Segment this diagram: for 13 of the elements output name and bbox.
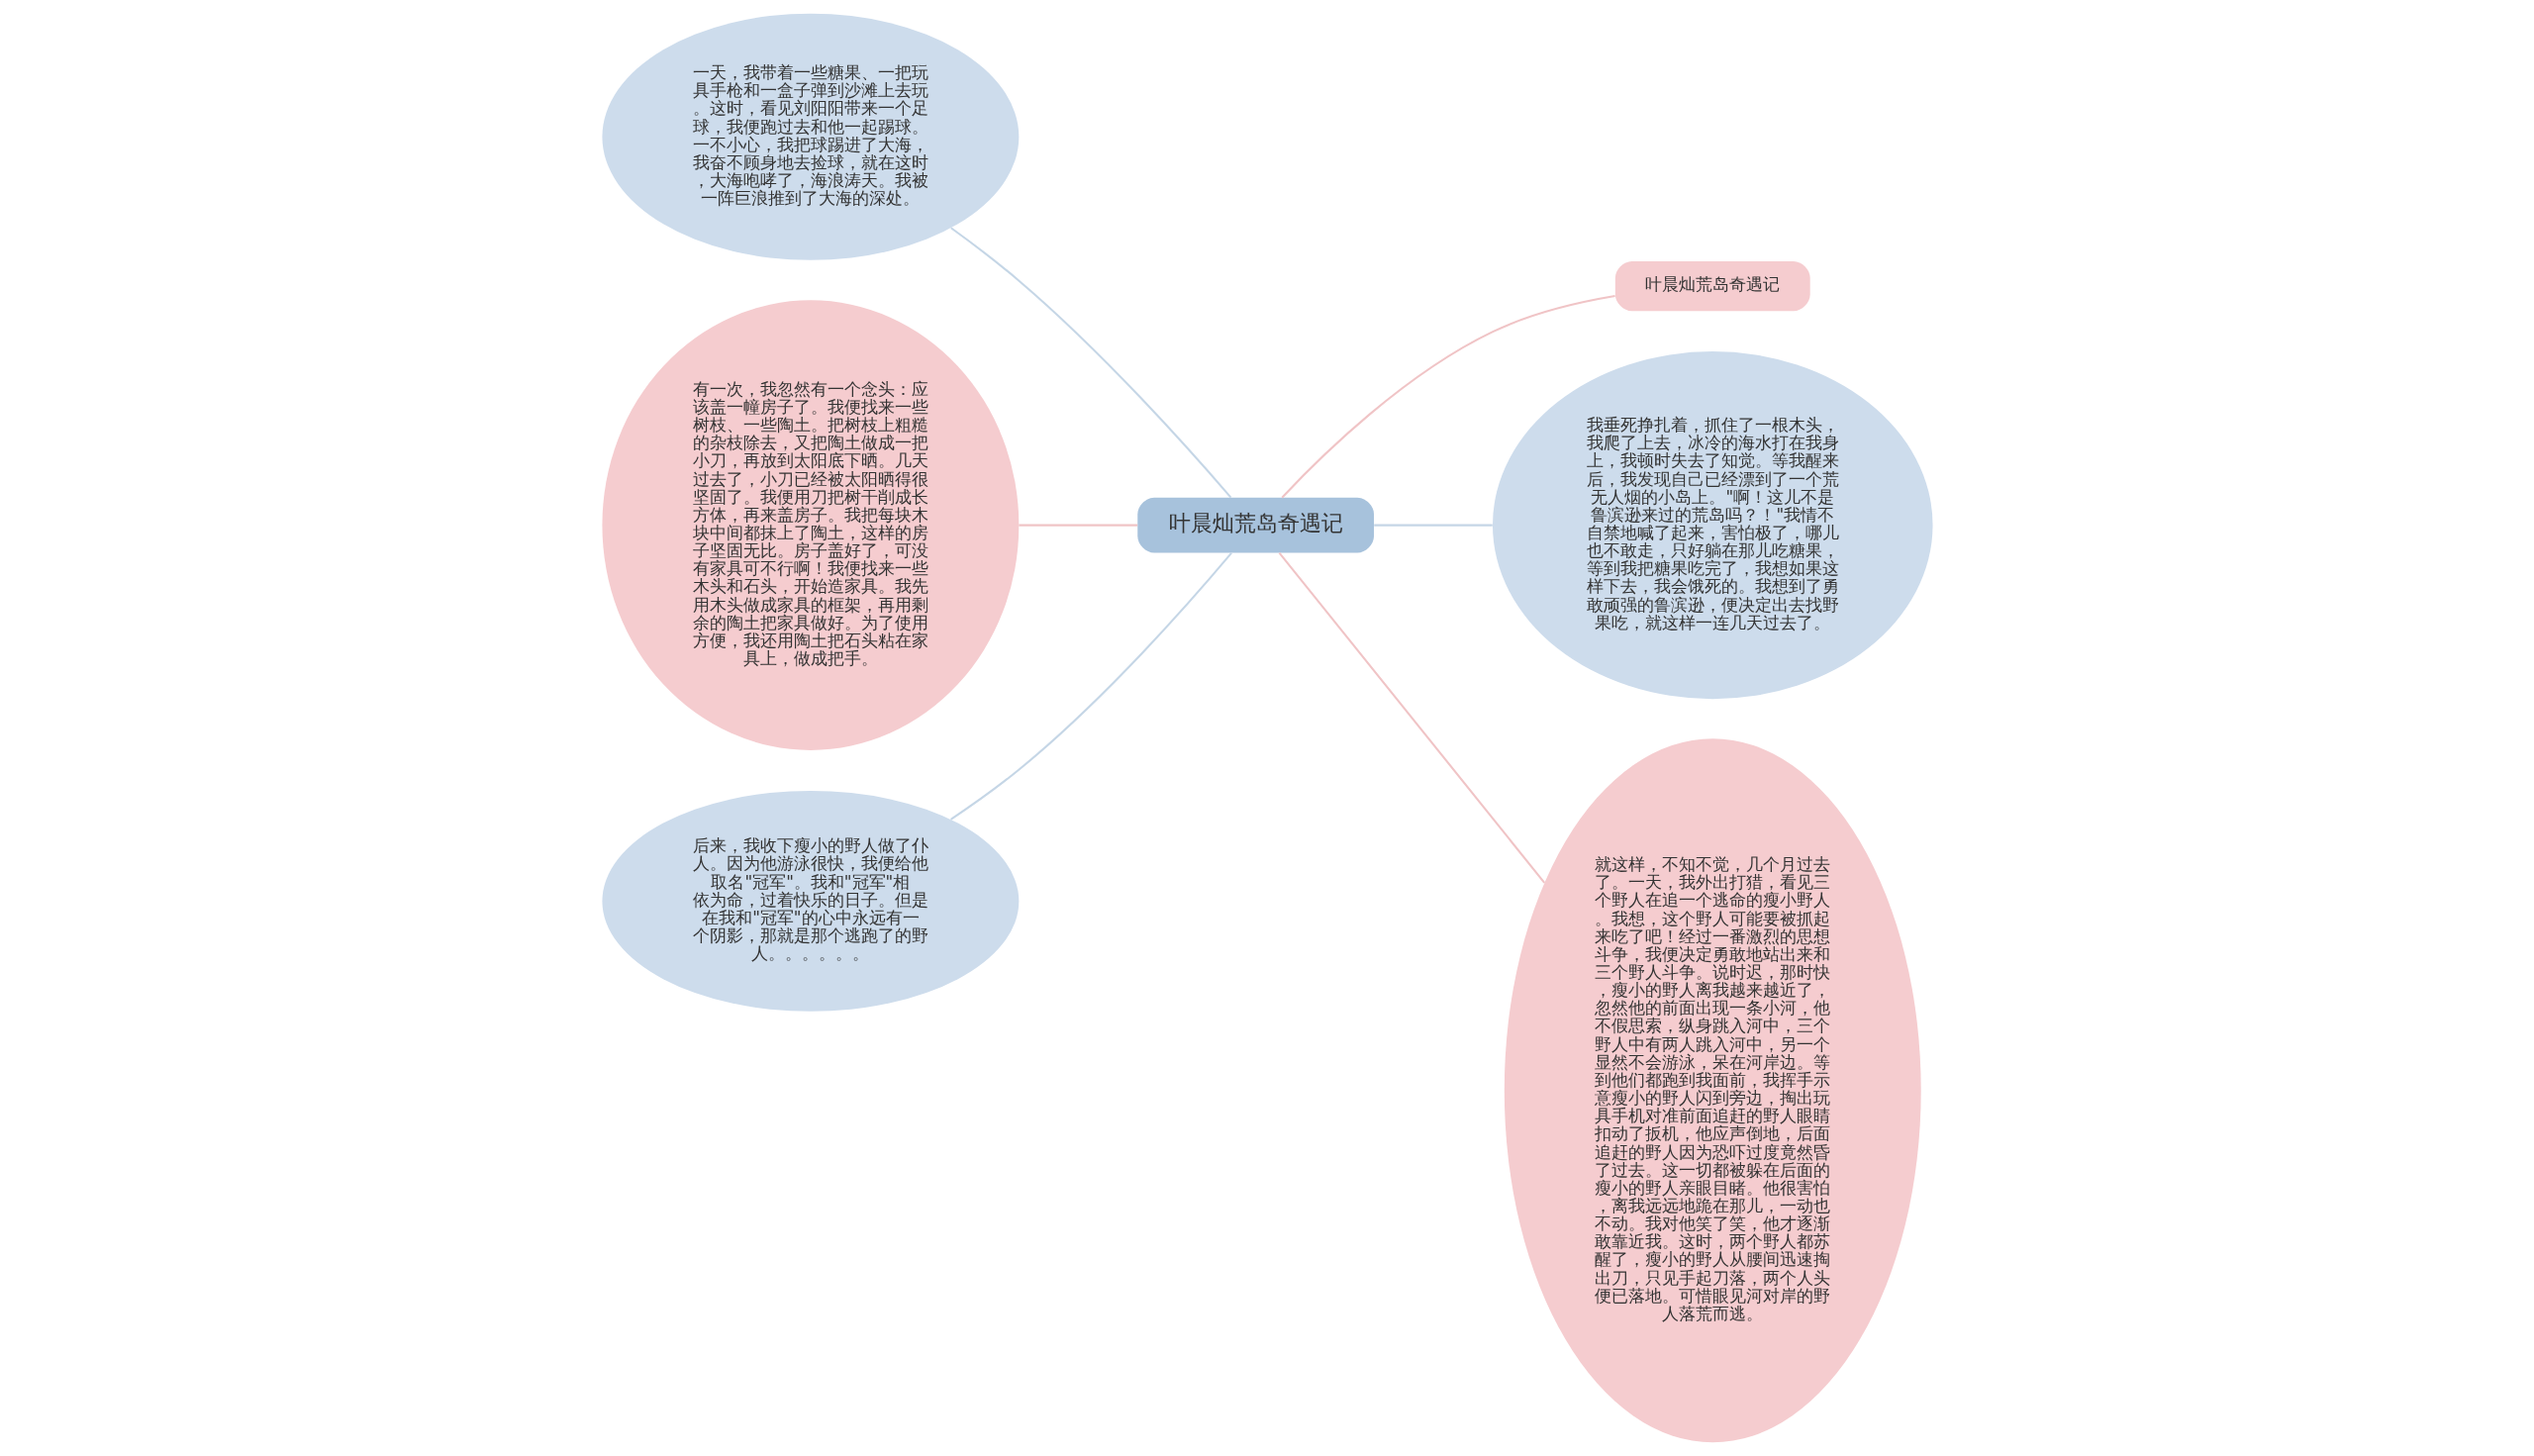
node-ellipse: 一天，我带着一些糖果、一把玩具手枪和一盒子弹到沙滩上去玩。这时，看见刘阳阳带来一个足球，我便跑过去和他一起踢球。一不小心，我把球踢进了大海，我奋不顾身地去捡球，就在这时，大海咆哮了，海浪涛天。我被一阵巨浪推到了大海的深处。: [601, 13, 1019, 260]
connector: [949, 552, 1232, 821]
node-circle: 有一次，我忽然有一个念头：应该盖一幢房子了。我便找来一些树枝、一些陶土。把树枝上粗糙的杂枝除去，又把陶土做成一把小刀，再放到太阳底下晒。几天过去了，小刀已经被太阳晒得很坚固了。我便用刀把树干削成长方体，再来盖房子。我把每块木块中间都抹上了陶土，这样的房子坚固无比。房子盖好了，可没有家具可不行啊！我便找来一些木头和石头，开始造家具。我先用木头做成家具的框架，再用剩余的陶土把家具做好。为了使用方便，我还用陶土把石头粘在家具上，做成把手。: [601, 300, 1019, 750]
connector: [1373, 524, 1493, 527]
node-ellipse: 后来，我收下瘦小的野人做了仆人。因为他游泳很快，我便给他取名"冠军"。我和"冠军"相依为命，过着快乐的日子。但是在我和"冠军"的心中永远有一个阴影，那就是那个逃跑了的野人。。。。。。: [601, 790, 1019, 1012]
node-box: 叶晨灿荒岛奇遇记: [1136, 497, 1374, 553]
node-ellipse: 我垂死挣扎着，抓住了一根木头，我爬了上去，冰冷的海水打在我身上，我顿时失去了知觉。等我醒来后，我发现自己已经漂到了一个荒无人烟的小岛上。"啊！这儿不是鲁滨逊来过的荒岛吗？！"我情不自禁地喊了起来，害怕极了，哪儿也不敢走，只好躺在那儿吃糖果，等到我把糖果吃完了，我想如果这样下去，我会饿死的。我想到了勇敢顽强的鲁滨逊，便决定出去找野果吃，就这样一连几天过去了。: [1492, 351, 1933, 700]
connector: [949, 227, 1231, 499]
node-box: 叶晨灿荒岛奇遇记: [1614, 260, 1810, 312]
connector: [1018, 524, 1137, 527]
node-ellipse: 就这样，不知不觉，几个月过去了。一天，我外出打猎，看见三个野人在追一个逃命的瘦小野人。我想，这个野人可能要被抓起来吃了吧！经过一番激烈的思想斗争，我便决定勇敢地站出来和三个野人斗争。说时迟，那时快，瘦小的野人离我越来越近了，忽然他的前面出现一条小河，他不假思索，纵身跳入河中，三个野人中有两人跳入河中，另一个显然不会游泳，呆在河岸边。等到他们都跑到我面前，我挥手示意瘦小的野人闪到旁边，掏出玩具手机对准前面追赶的野人眼睛扣动了扳机，他应声倒地，后面追赶的野人因为恐吓过度竟然昏了过去。这一切都被躲在后面的瘦小的野人亲眼目睹。他很害怕，离我远远地跪在那儿，一动也不动。我对他笑了笑，他才逐渐敢靠近我。这时，两个野人都苏醒了，瘦小的野人从腰间迅速掏出刀，只见手起刀落，两个人头便已落地。可惜眼见河对岸的野人落荒而逃。: [1504, 738, 1921, 1443]
connector: [1278, 551, 1545, 884]
connector: [1280, 295, 1615, 499]
